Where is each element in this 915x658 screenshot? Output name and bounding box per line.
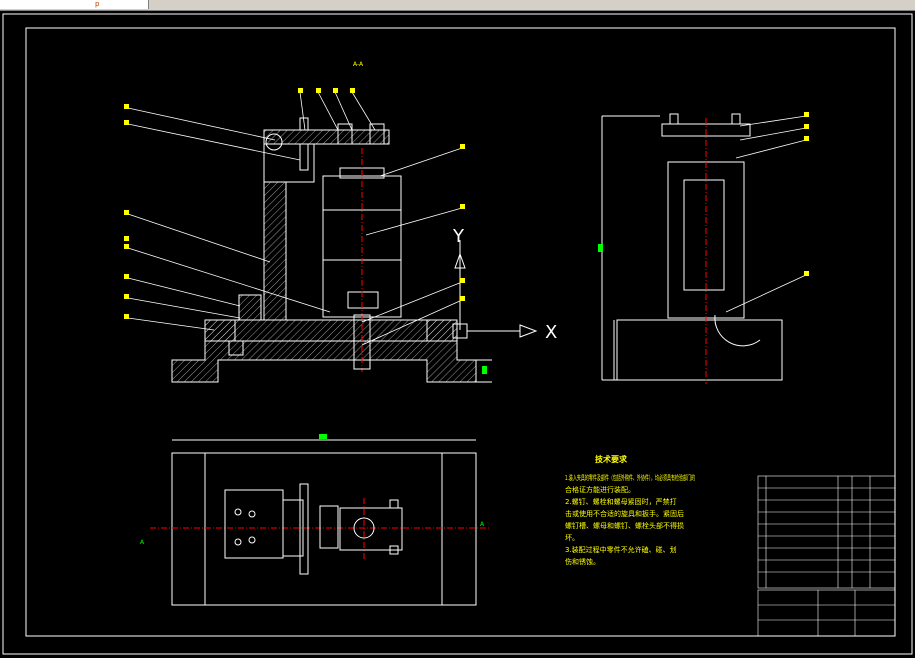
app-titlebar: p xyxy=(0,0,915,11)
left-section-mark: A xyxy=(140,539,145,546)
right-section-mark: A xyxy=(480,521,485,528)
tech-req-line: 击或使用不合适的旋具和扳手。紧固后 xyxy=(565,509,684,518)
front-section-view: A-A Y X xyxy=(171,61,557,383)
section-label: A-A xyxy=(353,61,364,68)
tech-req-line: 2.螺钉、螺栓和螺母紧固时，严禁打 xyxy=(565,497,677,506)
title-block xyxy=(757,589,896,637)
front-view-balloons xyxy=(124,88,465,319)
tech-req-title: 技术要求 xyxy=(595,454,628,464)
tech-req-line: 螺钉槽、螺母和螺钉、螺栓头部不得损 xyxy=(565,521,684,530)
side-view-leaders xyxy=(725,115,807,313)
outer-border xyxy=(2,13,913,655)
tech-req-line: 合格证方能进行装配。 xyxy=(565,485,635,494)
front-view-leaders xyxy=(127,91,463,346)
parts-list xyxy=(757,475,896,589)
side-view-balloons xyxy=(804,112,809,276)
toolbar-segment[interactable] xyxy=(0,0,59,9)
tab-glyph: p xyxy=(95,0,100,8)
axis-x-label: X xyxy=(545,322,557,343)
tech-req-line: 伤和锈蚀。 xyxy=(565,557,600,566)
axis-y-label: Y xyxy=(452,226,465,247)
tech-req-line: 坏。 xyxy=(565,534,579,542)
cad-drawing-canvas[interactable]: A-A Y X xyxy=(0,10,915,658)
toolbar-segment[interactable] xyxy=(58,0,149,9)
side-view xyxy=(598,113,783,384)
tech-req-line: 1.装入夹具的零件及部件（包括外购件、外协件），均必须具有检验部门的 xyxy=(565,473,695,482)
technical-requirements: 技术要求 1.装入夹具的零件及部件（包括外购件、外协件），均必须具有检验部门的 … xyxy=(565,454,695,566)
tech-req-line: 3.装配过程中零件不允许磕、碰、划 xyxy=(565,545,677,554)
inner-border xyxy=(25,27,896,637)
plan-view xyxy=(150,434,490,606)
